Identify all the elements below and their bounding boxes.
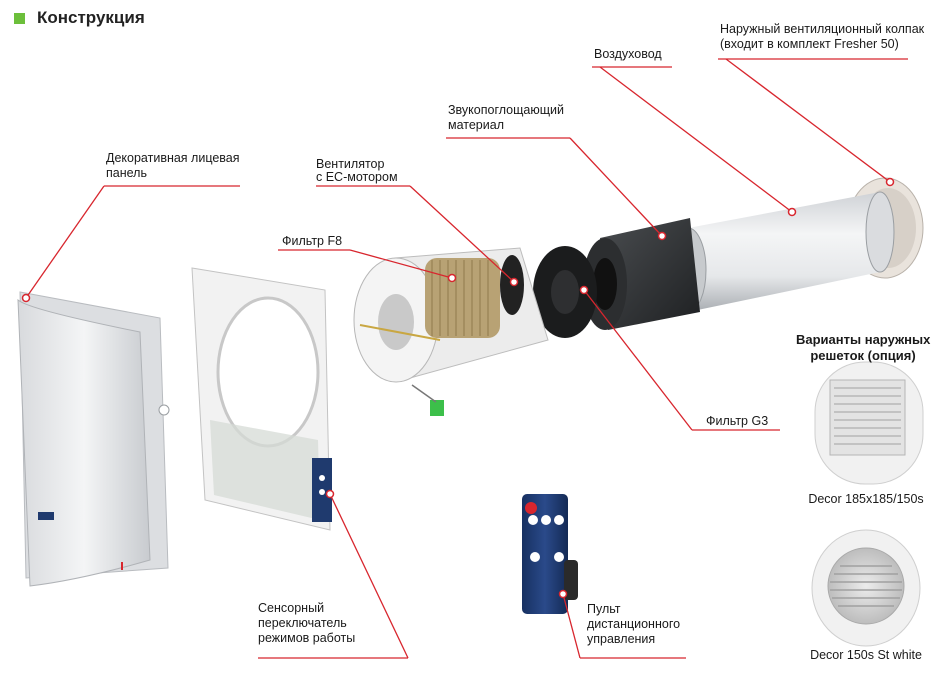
sound-material-drawing xyxy=(583,218,700,330)
fan-unit-drawing xyxy=(353,247,549,416)
label-duct: Воздуховод xyxy=(594,47,662,61)
leader-dots xyxy=(21,177,895,599)
label-fan: Вентилятор с ЕС-мотором xyxy=(316,157,398,184)
label-sound-material: Звукопоглощающий материал xyxy=(448,103,564,132)
duct-drawing xyxy=(669,191,895,313)
label-filter-f8: Фильтр F8 xyxy=(282,234,343,248)
label-touch-switch: Сенсорный переключатель режимов работы xyxy=(258,601,356,645)
page-title: Конструкция xyxy=(37,8,145,27)
leader-lines xyxy=(25,58,908,659)
label-filter-g3: Фильтр G3 xyxy=(706,414,769,428)
options-heading: Варианты наружных решеток (опция) xyxy=(796,332,931,363)
square-grille-drawing xyxy=(814,361,924,485)
round-grille-drawing xyxy=(811,529,921,647)
housing-drawing xyxy=(191,267,332,531)
caption-square-grille: Decor 185x185/150s xyxy=(808,492,924,506)
label-remote: Пульт дистанционного управления xyxy=(587,602,681,646)
filter-g3-drawing xyxy=(533,246,597,338)
front-panel-drawing xyxy=(17,291,170,587)
label-outer-hood: Наружный вентиляционный колпак (входит в… xyxy=(720,22,925,51)
title-bullet xyxy=(14,13,25,24)
caption-round-grille: Decor 150s St white xyxy=(810,648,922,662)
label-front-panel: Декоративная лицевая панель xyxy=(106,151,240,180)
header: Конструкция xyxy=(14,6,145,30)
remote-control-drawing xyxy=(522,494,578,614)
